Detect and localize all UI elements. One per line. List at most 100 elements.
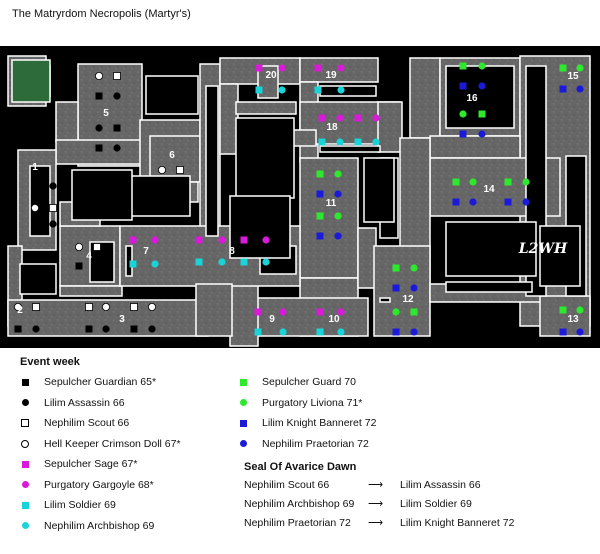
monster-marker (314, 64, 322, 72)
monster-marker (113, 144, 121, 152)
seal-title: Seal Of Avarice Dawn (244, 461, 357, 473)
legend-item: Hell Keeper Crimson Doll 67* (18, 436, 181, 452)
monster-marker (336, 114, 344, 122)
monster-marker (49, 204, 57, 212)
monster-marker (469, 178, 477, 186)
monster-marker (113, 124, 121, 132)
monster-marker (129, 260, 137, 268)
monster-marker (392, 284, 400, 292)
seal-from: Nephilim Archbishop 69 (244, 498, 355, 510)
room-label-16: 16 (466, 93, 478, 104)
monster-marker (372, 114, 380, 122)
monster-marker (95, 92, 103, 100)
monster-marker (157, 166, 166, 175)
room-label-2: 2 (17, 305, 23, 316)
monster-marker (459, 130, 467, 138)
room-label-11: 11 (326, 198, 337, 209)
monster-marker (459, 62, 467, 70)
monster-marker (392, 264, 400, 272)
monster-marker (255, 64, 263, 72)
legend-item: Sepulcher Guard 70 (236, 374, 356, 390)
circle-marker-icon (18, 397, 32, 409)
monster-marker (334, 232, 342, 240)
seal-from: Nephilim Scout 66 (244, 479, 330, 491)
monster-marker (459, 110, 467, 118)
monster-marker (316, 170, 324, 178)
legend-label: Sepulcher Guard 70 (262, 376, 356, 388)
room-label-8: 8 (229, 246, 235, 257)
monster-marker (337, 86, 345, 94)
legend-item: Sepulcher Sage 67* (18, 456, 137, 472)
monster-marker (314, 86, 322, 94)
room-label-19: 19 (325, 70, 337, 81)
monster-marker (95, 144, 103, 152)
legend-label: Nephilim Archbishop 69 (44, 519, 155, 532)
monster-marker (129, 236, 137, 244)
monster-marker (576, 64, 584, 72)
square-marker-icon (18, 376, 32, 388)
monster-marker (85, 303, 93, 311)
monster-marker (410, 308, 418, 316)
seal-to: Lilim Knight Banneret 72 (400, 517, 515, 529)
monster-marker (14, 325, 22, 333)
monster-marker (218, 258, 226, 266)
monster-marker (279, 308, 287, 316)
circle-marker-icon (236, 397, 250, 409)
map-title: The Matryrdom Necropolis (Martyr's) (12, 8, 191, 20)
monster-marker (262, 258, 270, 266)
monster-marker (279, 328, 287, 336)
arrow-right-icon: ⟶ (368, 498, 384, 510)
monster-marker (478, 62, 486, 70)
monster-marker (262, 236, 270, 244)
monster-marker (316, 232, 324, 240)
monster-marker (318, 114, 326, 122)
monster-marker (504, 178, 512, 186)
monster-marker (337, 328, 345, 336)
monster-marker (278, 86, 286, 94)
monster-marker (392, 328, 400, 336)
legend-label: Lilim Assassin 66 (44, 396, 125, 409)
monster-marker (151, 236, 159, 244)
monster-marker (559, 85, 567, 93)
monster-marker (255, 86, 263, 94)
monster-marker (337, 308, 345, 316)
monster-marker (559, 306, 567, 314)
legend-item: Purgatory Liviona 71* (236, 395, 362, 411)
legend-item: Sepulcher Guardian 65* (18, 374, 156, 390)
monster-marker (318, 138, 326, 146)
legend-item: Lilim Assassin 66 (18, 395, 125, 411)
monster-marker (522, 178, 530, 186)
monster-marker (102, 325, 110, 333)
monster-marker (93, 243, 101, 251)
room-label-12: 12 (402, 294, 414, 305)
legend-item: Purgatory Gargoyle 68* (18, 477, 154, 493)
room-label-6: 6 (169, 150, 175, 161)
monster-marker (278, 64, 286, 72)
seal-to: Lilim Soldier 69 (400, 498, 472, 510)
monster-marker (113, 92, 121, 100)
monster-marker (478, 130, 486, 138)
monster-marker (576, 306, 584, 314)
monster-marker (31, 220, 39, 228)
legend-label: Purgatory Gargoyle 68* (44, 478, 154, 491)
monster-marker (176, 182, 184, 190)
monster-marker (522, 198, 530, 206)
square-marker-icon (236, 417, 250, 429)
room-label-20: 20 (265, 70, 277, 81)
room-label-3: 3 (119, 314, 125, 325)
monster-marker (85, 325, 93, 333)
monster-marker (102, 302, 111, 311)
monster-marker (316, 212, 324, 220)
monster-marker (130, 303, 138, 311)
monster-marker (176, 166, 184, 174)
legend-label: Lilim Soldier 69 (44, 499, 116, 511)
monster-marker (32, 325, 40, 333)
monster-marker (504, 198, 512, 206)
monster-marker (334, 212, 342, 220)
monster-marker (452, 198, 460, 206)
legend-item: Nephilim Scout 66 (18, 415, 129, 431)
circle-marker-icon (236, 438, 250, 450)
monster-marker (316, 308, 324, 316)
